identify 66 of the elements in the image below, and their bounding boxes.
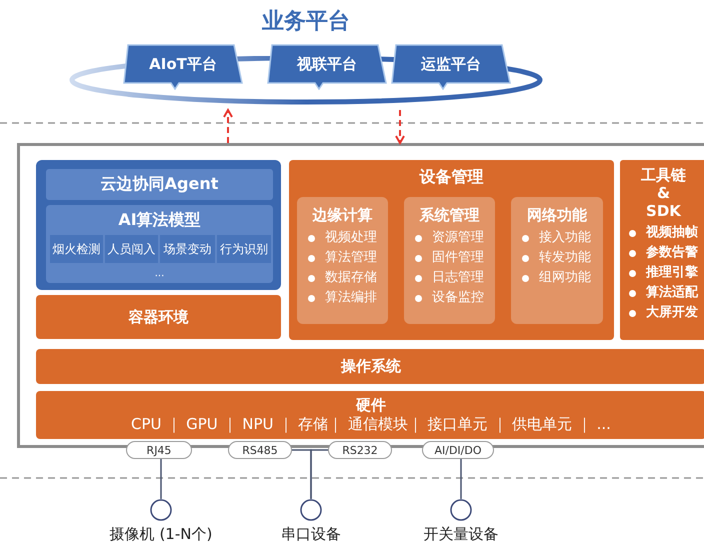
- layer-bar: [36, 391, 704, 439]
- management-panel: [289, 160, 614, 340]
- tile-label: 烟火检测: [52, 240, 100, 258]
- bullet-item: 视频抽帧: [626, 223, 704, 243]
- layer-bar: [36, 295, 281, 339]
- device-circle: [150, 499, 172, 521]
- device-label: 串口设备: [280, 525, 342, 544]
- connector-line: [160, 459, 162, 499]
- agent-panel: [36, 160, 281, 290]
- bullet-item: 视频处理: [305, 228, 388, 248]
- device-circle: [300, 499, 322, 521]
- card-title: 工具链 & SDK: [640, 166, 687, 220]
- bullet-item: 推理引擎: [626, 263, 704, 283]
- toolchain-panel: [620, 160, 704, 340]
- port-label: RS485: [242, 444, 278, 456]
- tile-label: 行为识别: [220, 240, 268, 258]
- port-tag: [328, 441, 392, 459]
- bullet-item: 设备监控: [412, 288, 495, 308]
- device-label: 开关量设备: [422, 525, 500, 544]
- port-tag: [228, 441, 292, 459]
- card-title: 系统管理: [418, 206, 480, 225]
- bullet-item: 算法编排: [305, 288, 388, 308]
- arrow: [395, 110, 405, 144]
- bullet-item: 资源管理: [412, 228, 495, 248]
- connector-line: [460, 459, 462, 499]
- layer-items: CPU ｜ GPU ｜ NPU ｜ 存储｜ 通信模块｜ 接口单元 ｜ 供电单元 ｜ ...: [131, 415, 611, 434]
- device-label: 摄像机 (1-N个): [108, 525, 214, 544]
- port-label: AI/DI/DO: [434, 444, 482, 456]
- arrow: [223, 109, 233, 143]
- bullet-item: 组网功能: [519, 268, 603, 288]
- connector-line: [310, 449, 328, 499]
- tab-label: AIoT平台: [149, 54, 217, 74]
- function-card: [404, 197, 495, 324]
- panel-title: AI算法模型: [117, 210, 202, 231]
- tab-label: 运监平台: [421, 54, 481, 74]
- tab-label: 视联平台: [297, 54, 357, 74]
- port-tag: [422, 441, 494, 459]
- bullet-item: 参数告警: [626, 243, 704, 263]
- bullet-item: 算法管理: [305, 248, 388, 268]
- tile-label: 场景变动: [164, 240, 212, 258]
- function-card: [511, 197, 603, 324]
- layer-title: 容器环境: [128, 308, 188, 326]
- bullet-item: 大屏开发: [626, 303, 704, 323]
- card-title: 网络功能: [526, 206, 588, 225]
- tile-label: 人员闯入: [108, 240, 156, 258]
- bullet-item: 固件管理: [412, 248, 495, 268]
- card-title: 边缘计算: [312, 206, 374, 225]
- device-circle: [450, 499, 472, 521]
- agent-band: [46, 169, 273, 200]
- bullet-item: 算法适配: [626, 283, 704, 303]
- model-panel: [46, 205, 273, 283]
- ellipsis: ···: [154, 271, 166, 282]
- layer-title: 硬件: [356, 396, 386, 415]
- bullet-item: 日志管理: [412, 268, 495, 288]
- panel-title: 设备管理: [418, 167, 484, 188]
- port-label: RJ45: [146, 444, 172, 456]
- bullet-item: 数据存储: [305, 268, 388, 288]
- port-label: RS232: [342, 444, 378, 456]
- bullet-item: 接入功能: [519, 228, 603, 248]
- layer-title: 操作系统: [341, 357, 401, 376]
- function-card: [297, 197, 388, 324]
- bullet-item: 转发功能: [519, 248, 603, 268]
- layer-bar: [36, 349, 704, 384]
- port-tag: [126, 441, 192, 459]
- band-title: 云边协同Agent: [100, 174, 218, 195]
- title: 业务平台: [261, 8, 351, 36]
